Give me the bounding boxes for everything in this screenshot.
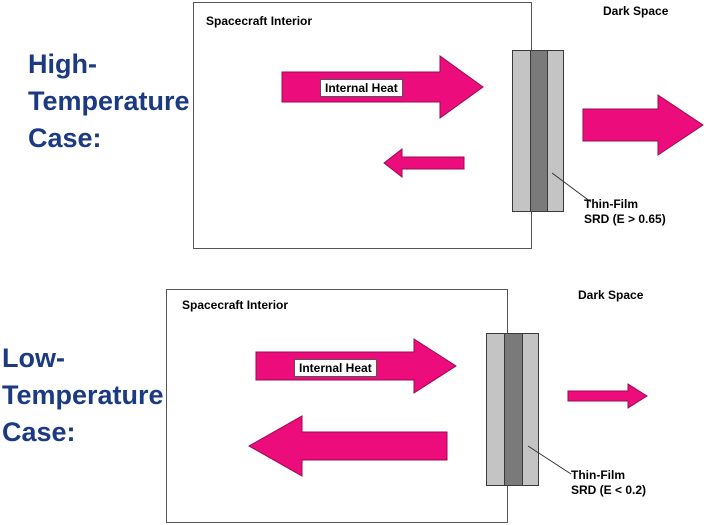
high-case-thin-film-label: Thin-Film SRD (E > 0.65) <box>584 197 666 227</box>
high-temperature-case-title: High- Temperature Case: <box>28 49 190 153</box>
high-case-interior-label: Spacecraft Interior <box>206 14 313 28</box>
high-case-film-emissivity: SRD (E > 0.65) <box>584 212 666 226</box>
high-case-film-name: Thin-Film <box>584 197 638 211</box>
high-case-reflected-heat-arrow <box>383 147 465 179</box>
low-case-film-name: Thin-Film <box>571 468 625 482</box>
low-case-internal-heat-label: Internal Heat <box>294 359 377 377</box>
low-case-film-emissivity: SRD (E < 0.2) <box>571 483 647 497</box>
low-case-interior-box <box>166 289 508 523</box>
low-case-film-leader-line <box>527 445 572 475</box>
low-case-dark-space-label: Dark Space <box>578 288 644 302</box>
low-temperature-case-title: Low- Temperature Case: <box>2 343 164 447</box>
low-case-srd-inner-layer <box>522 333 539 486</box>
high-case-emitted-heat-arrow <box>582 94 704 156</box>
high-case-film-leader-line <box>551 172 592 203</box>
high-case-srd-inner-layer <box>547 50 564 212</box>
low-case-emitted-heat-arrow <box>567 383 648 409</box>
high-case-internal-heat-label: Internal Heat <box>320 79 403 97</box>
low-case-thin-film-label: Thin-Film SRD (E < 0.2) <box>571 468 646 498</box>
low-case-interior-label: Spacecraft Interior <box>182 298 289 312</box>
high-case-dark-space-label: Dark Space <box>603 4 669 18</box>
low-case-reflected-heat-arrow <box>247 415 448 477</box>
